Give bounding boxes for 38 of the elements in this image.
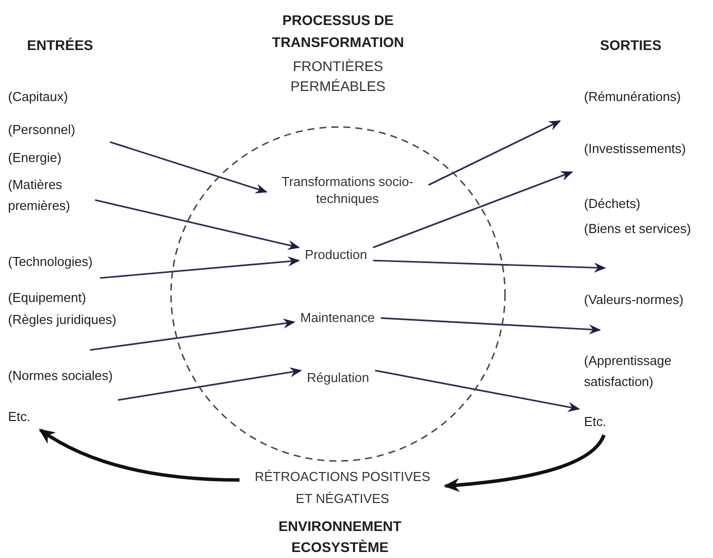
process-text: Production	[304, 246, 368, 262]
curved-arrow	[444, 434, 606, 492]
input-label: (Equipement)	[8, 290, 86, 306]
arrow	[380, 317, 601, 334]
output-text: Etc.	[584, 414, 606, 429]
environment-heading: ENVIRONNEMENT ECOSYSTÈME	[278, 517, 402, 557]
input-label: (Matières premières)	[8, 176, 72, 215]
process-text: Transformations socio-techniques	[280, 173, 414, 207]
arrow	[428, 120, 561, 186]
arrow	[372, 171, 573, 248]
process-text: Régulation	[306, 368, 370, 386]
output-label: (Investissements)	[584, 141, 686, 157]
input-label: (Technologies)	[8, 254, 93, 270]
arrow	[100, 256, 300, 279]
subheading: FRONTIÈRES PERMÉABLES	[290, 57, 386, 96]
input-label: (Normes sociales)	[8, 368, 113, 384]
output-label: (Déchets)	[584, 196, 640, 212]
input-label: (Règles juridiques)	[8, 312, 116, 328]
arrow	[90, 318, 296, 351]
arrow	[373, 260, 606, 273]
output-label: (Valeurs-normes)	[584, 292, 684, 308]
curved-arrow	[38, 428, 240, 482]
arrow	[110, 141, 268, 194]
column-heading: ENTRÉES	[27, 37, 94, 53]
output-label: (Biens et services)	[584, 221, 691, 237]
input-label: (Personnel)	[8, 122, 76, 138]
column-heading: SORTIES	[600, 37, 662, 53]
arrow	[94, 199, 300, 250]
arrow	[374, 370, 580, 412]
output-text: Etc.	[8, 409, 30, 424]
feedback-text: RÉTROACTIONS POSITIVES ET NÉGATIVES	[254, 468, 432, 508]
arrow	[118, 367, 302, 401]
process-text: Maintenance	[300, 308, 375, 326]
input-label: (Capitaux)	[8, 89, 68, 105]
output-label: (Rémunérations)	[584, 89, 681, 105]
heading: PROCESSUS DE TRANSFORMATION	[271, 11, 405, 52]
output-label: (Apprentissage satisfaction)	[584, 352, 672, 391]
input-label: (Energie)	[8, 150, 62, 166]
